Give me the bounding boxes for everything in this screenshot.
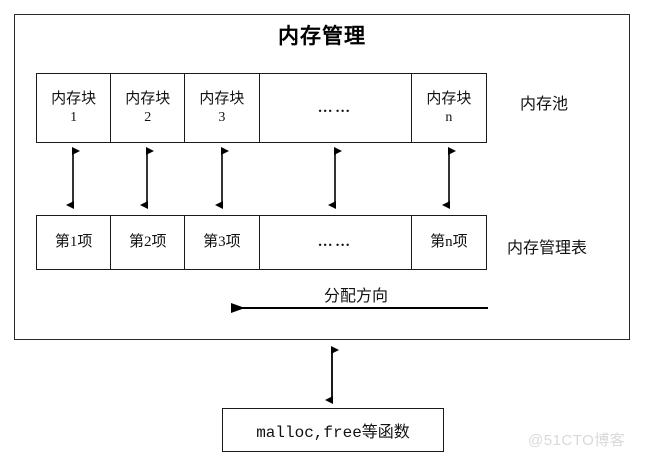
page-title: 内存管理 — [278, 25, 366, 48]
ellipsis-label: …… — [317, 99, 353, 116]
pool-table-link-arrow-4 — [328, 147, 342, 209]
memory-block-ellipsis-cell: …… — [260, 74, 412, 142]
memory-management-container — [14, 14, 630, 340]
memory-management-table-row: 第1项 第2项 第3项 …… 第n项 — [36, 215, 487, 270]
pool-table-link-arrow-3 — [215, 147, 229, 209]
function-box-label: malloc,free等函数 — [256, 424, 410, 442]
memory-block-cell: 内存块 1 — [37, 74, 112, 142]
table-item-ellipsis-cell: …… — [260, 216, 412, 269]
memory-block-index: n — [445, 109, 453, 125]
ellipsis-label: …… — [317, 234, 353, 251]
memory-block-index: 2 — [144, 109, 152, 125]
memory-management-table-label: 内存管理表 — [507, 240, 588, 257]
allocation-direction-arrow-icon — [231, 303, 488, 313]
table-item-label: 第3项 — [203, 234, 241, 251]
memory-block-index: 3 — [218, 109, 226, 125]
memory-pool-label: 内存池 — [520, 96, 569, 113]
memory-block-cell: 内存块 2 — [111, 74, 186, 142]
pool-table-link-arrow-1 — [66, 147, 80, 209]
table-item-cell: 第n项 — [412, 216, 486, 269]
memory-block-label: 内存块 — [125, 90, 171, 107]
allocation-direction-label: 分配方向 — [323, 288, 388, 305]
table-item-cell: 第1项 — [37, 216, 112, 269]
table-item-cell: 第3项 — [185, 216, 260, 269]
memory-block-cell: 内存块 3 — [185, 74, 260, 142]
memory-block-label: 内存块 — [426, 90, 472, 107]
container-function-link-arrow — [325, 346, 339, 404]
table-item-label: 第1项 — [54, 234, 93, 251]
memory-pool-row: 内存块 1 内存块 2 内存块 3 …… 内存块 n — [36, 73, 487, 143]
memory-block-index: 1 — [70, 109, 78, 125]
memory-block-cell: 内存块 n — [412, 74, 486, 142]
pool-table-link-arrow-5 — [442, 147, 456, 209]
watermark: @51CTO博客 — [528, 432, 626, 449]
memory-block-label: 内存块 — [199, 90, 245, 107]
table-item-cell: 第2项 — [111, 216, 186, 269]
memory-block-label: 内存块 — [51, 90, 97, 107]
table-item-label: 第2项 — [129, 234, 167, 251]
pool-table-link-arrow-2 — [140, 147, 154, 209]
function-box: malloc,free等函数 — [222, 408, 444, 452]
table-item-label: 第n项 — [430, 234, 468, 251]
